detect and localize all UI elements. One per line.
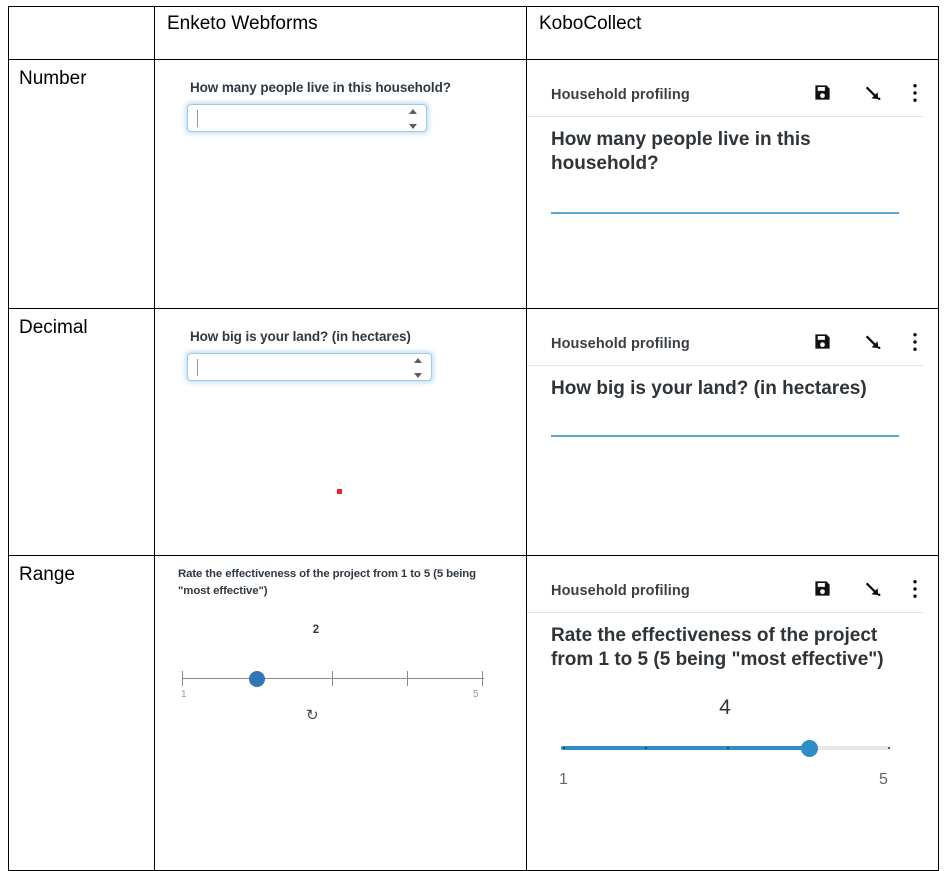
kobo-toolbar-icons [813, 327, 918, 361]
cell-enketo-number: How many people live in this household? [154, 59, 527, 309]
overflow-menu-icon[interactable] [912, 83, 918, 108]
save-icon[interactable] [813, 83, 832, 107]
kobo-divider [527, 116, 924, 117]
table-row: Range Rate the effectiveness of the proj… [8, 555, 939, 871]
row-label-range: Range [8, 555, 155, 871]
slider-tick [563, 747, 565, 749]
text-caret [197, 359, 198, 376]
kobo-answer-underline[interactable] [551, 212, 899, 215]
kobo-range-min-label: 1 [559, 771, 568, 788]
kobo-toolbar-icons [813, 574, 918, 608]
enketo-panel-range: Rate the effectiveness of the project fr… [155, 556, 526, 870]
kobo-toolbar: Household profiling [527, 574, 938, 608]
cell-kobo-decimal: Household profiling How big i [526, 308, 939, 556]
kobo-toolbar: Household profiling [527, 78, 938, 112]
header-cell-empty [8, 6, 155, 60]
enketo-panel-decimal: How big is your land? (in hectares) [155, 309, 526, 555]
kobo-answer-underline[interactable] [551, 435, 899, 438]
kobo-app-title: Household profiling [551, 87, 690, 103]
slider-tick [888, 747, 890, 749]
kobo-toolbar-icons [813, 78, 918, 112]
kobo-question-label: Rate the effectiveness of the project fr… [551, 625, 884, 671]
text-caret [197, 110, 198, 127]
row-label-decimal: Decimal [8, 308, 155, 556]
stepper-up-icon[interactable] [408, 109, 417, 114]
overflow-menu-icon[interactable] [912, 579, 918, 604]
comparison-table-page: Enketo Webforms KoboCollect Number How m… [8, 6, 939, 871]
kobo-toolbar: Household profiling [527, 327, 938, 361]
save-icon[interactable] [813, 332, 832, 356]
slider-thumb[interactable] [800, 740, 818, 757]
cell-kobo-range: Household profiling Rate the [526, 555, 939, 871]
slider-tick [182, 671, 184, 686]
kobo-range-max-label: 5 [879, 771, 888, 788]
slider-tick [482, 671, 484, 686]
overflow-menu-icon[interactable] [912, 332, 918, 357]
stepper-up-icon[interactable] [413, 358, 422, 363]
cell-kobo-number: Household profiling How many [526, 59, 939, 309]
slider-thumb[interactable] [249, 671, 265, 687]
kobo-panel-decimal: Household profiling How big i [527, 309, 938, 555]
red-dot-marker [337, 489, 342, 494]
enketo-range-max-label: 5 [473, 689, 479, 700]
kobo-app-title: Household profiling [551, 583, 690, 599]
slider-tick [407, 671, 409, 686]
kobo-panel-number: Household profiling How many [527, 60, 938, 308]
enketo-number-input[interactable] [187, 104, 427, 132]
kobo-question-label: How big is your land? (in hectares) [551, 378, 867, 399]
slider-tick [727, 747, 729, 749]
slider-tick [645, 747, 647, 749]
enketo-question-label: How many people live in this household? [190, 80, 451, 95]
kobo-range-slider[interactable] [561, 738, 891, 760]
kobo-question-label: How many people live in this household? [551, 129, 811, 175]
row-label-number: Number [8, 59, 155, 309]
enketo-range-min-label: 1 [181, 689, 187, 700]
save-icon[interactable] [813, 579, 832, 603]
enketo-decimal-input[interactable] [187, 353, 432, 381]
enketo-question-label: How big is your land? (in hectares) [190, 329, 411, 344]
table-row: Number How many people live in this hous… [8, 59, 939, 309]
kobo-divider [527, 612, 924, 613]
comparison-table: Enketo Webforms KoboCollect Number How m… [8, 6, 939, 871]
number-stepper[interactable] [406, 109, 419, 129]
kobo-panel-range: Household profiling Rate the [527, 556, 938, 870]
table-header-row: Enketo Webforms KoboCollect [8, 6, 939, 60]
header-cell-enketo: Enketo Webforms [154, 6, 527, 60]
cursor-arrow-icon[interactable] [862, 332, 882, 357]
enketo-range-slider[interactable] [182, 668, 484, 690]
slider-tick [332, 671, 334, 686]
cursor-arrow-icon[interactable] [862, 83, 882, 108]
kobo-app-title: Household profiling [551, 336, 690, 352]
number-stepper[interactable] [411, 358, 424, 378]
slider-track-fill [561, 746, 808, 750]
table-row: Decimal How big is your land? (in hectar… [8, 308, 939, 556]
kobo-range-value: 4 [719, 696, 731, 719]
cursor-arrow-icon[interactable] [862, 579, 882, 604]
header-cell-kobo: KoboCollect [526, 6, 939, 60]
refresh-icon[interactable]: ↻ [306, 707, 319, 724]
enketo-panel-number: How many people live in this household? [155, 60, 526, 308]
stepper-down-icon[interactable] [408, 124, 417, 129]
enketo-range-value: 2 [312, 624, 320, 636]
cell-enketo-decimal: How big is your land? (in hectares) [154, 308, 527, 556]
stepper-down-icon[interactable] [413, 373, 422, 378]
cell-enketo-range: Rate the effectiveness of the project fr… [154, 555, 527, 871]
enketo-question-label: Rate the effectiveness of the project fr… [178, 568, 477, 597]
kobo-divider [527, 365, 924, 366]
